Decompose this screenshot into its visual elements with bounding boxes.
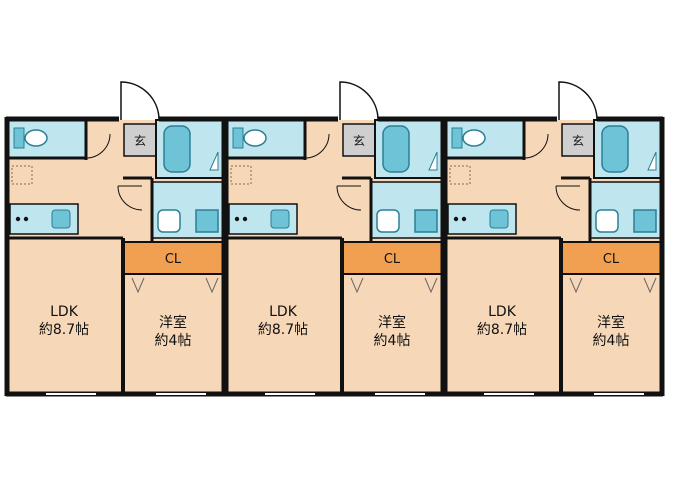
shower-icon: [428, 151, 438, 171]
washroom-door-swing: [555, 185, 581, 211]
closet-label: CL: [384, 252, 401, 267]
bedroom-door-mark: [350, 277, 364, 294]
kitchen-sink-icon: [51, 209, 71, 229]
bedroom-door-mark: [569, 277, 583, 294]
bedroom-door-mark: [205, 277, 219, 294]
toilet-door-swing: [85, 133, 111, 159]
washroom-door-swing: [117, 185, 143, 211]
bathtub-icon: [382, 125, 410, 173]
ldk-area: 約8.7帖: [477, 322, 527, 338]
stove-burner-icon: [242, 216, 248, 222]
stove-burner-icon: [23, 216, 29, 222]
stove-burner-icon: [15, 216, 21, 222]
ldk-name: LDK: [50, 304, 79, 320]
bedroom-name: 洋室: [378, 314, 406, 331]
washbasin-icon: [376, 209, 400, 233]
entrance-label: 玄: [353, 133, 365, 148]
toilet-bowl-icon: [462, 129, 486, 147]
closet-label: CL: [165, 252, 182, 267]
stove-burner-icon: [453, 216, 459, 222]
bedroom-area: 約4帖: [155, 333, 192, 349]
closet-label: CL: [603, 252, 620, 267]
toilet-bowl-icon: [243, 129, 267, 147]
entrance-label: 玄: [134, 133, 146, 148]
ventilation-icon: [230, 165, 252, 185]
bedroom-name: 洋室: [597, 314, 625, 331]
washing-machine-icon: [195, 209, 219, 233]
toilet-bowl-icon: [24, 129, 48, 147]
washroom-door-swing: [336, 185, 362, 211]
toilet-door-swing: [304, 133, 330, 159]
kitchen-sink-icon: [489, 209, 509, 229]
closet: [342, 241, 443, 275]
toilet-tank-icon: [451, 127, 463, 149]
bedroom-name: 洋室: [159, 314, 187, 331]
ventilation-icon: [11, 165, 33, 185]
washing-machine-icon: [633, 209, 657, 233]
bedroom-door-mark: [424, 277, 438, 294]
kitchen-sink-icon: [270, 209, 290, 229]
bedroom-door-mark: [131, 277, 145, 294]
stove-burner-icon: [461, 216, 467, 222]
bathtub-icon: [163, 125, 191, 173]
ldk-name: LDK: [269, 304, 298, 320]
shower-icon: [209, 151, 219, 171]
front-door-swing: [558, 81, 598, 121]
washbasin-icon: [157, 209, 181, 233]
toilet-tank-icon: [232, 127, 244, 149]
entrance-area: [561, 123, 595, 157]
shower-icon: [647, 151, 657, 171]
ldk-name: LDK: [488, 304, 517, 320]
toilet-tank-icon: [13, 127, 25, 149]
ventilation-icon: [449, 165, 471, 185]
ldk-area: 約8.7帖: [39, 322, 89, 338]
front-door-swing: [339, 81, 379, 121]
ldk-area: 約8.7帖: [258, 322, 308, 338]
toilet-door-swing: [523, 133, 549, 159]
bathtub-icon: [601, 125, 629, 173]
bedroom-area: 約4帖: [374, 333, 411, 349]
front-door-swing: [120, 81, 160, 121]
bedroom-door-mark: [643, 277, 657, 294]
bedroom-area: 約4帖: [593, 333, 630, 349]
entrance-label: 玄: [572, 133, 584, 148]
washbasin-icon: [595, 209, 619, 233]
washing-machine-icon: [414, 209, 438, 233]
stove-burner-icon: [234, 216, 240, 222]
